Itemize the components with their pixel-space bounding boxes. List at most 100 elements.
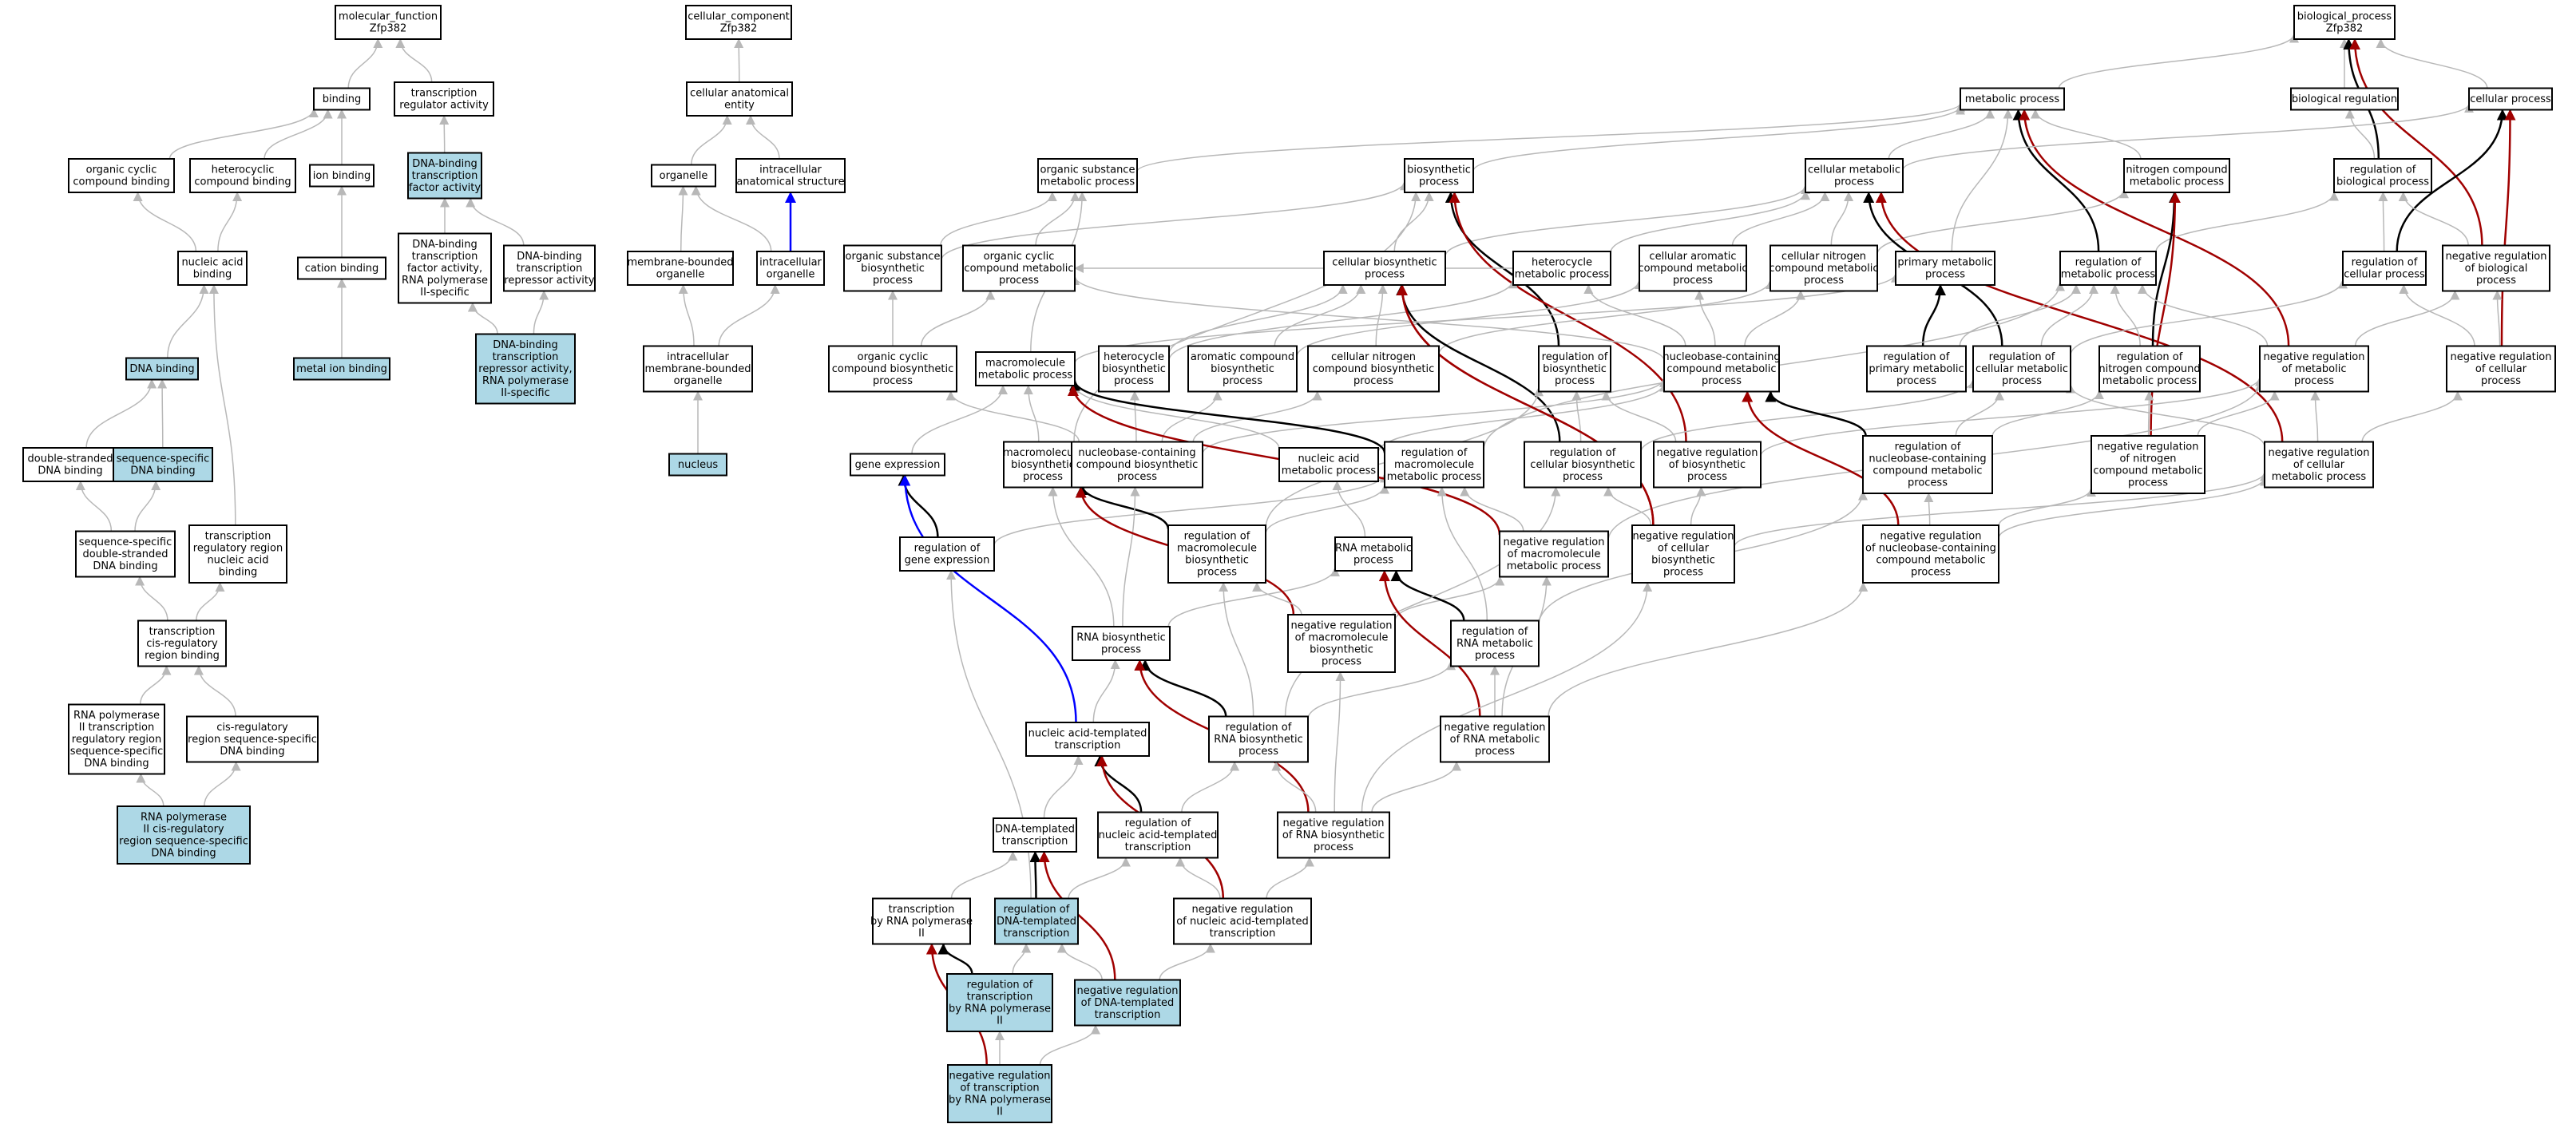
go-term-gene-expression[interactable]: gene expression — [850, 453, 945, 477]
edge-is-a — [945, 390, 1080, 442]
go-term-nucleus[interactable]: nucleus — [668, 453, 727, 477]
go-term-organelle[interactable]: organelle — [651, 164, 716, 188]
go-term-label-line: of nitrogen — [2119, 453, 2176, 465]
go-term-label-line: process — [1925, 269, 1965, 281]
go-term-box — [1278, 447, 1379, 482]
go-term-cation-binding[interactable]: cation binding — [297, 256, 386, 280]
go-term-dna-binding[interactable]: DNA binding — [125, 357, 199, 381]
go-term-label-line: intracellular — [759, 164, 822, 176]
go-term-biological-regulation[interactable]: biological regulation — [2290, 87, 2399, 111]
go-term-label-line: biological_process — [2297, 11, 2392, 23]
go-term-ion-binding[interactable]: ion binding — [309, 164, 375, 188]
go-term-metabolic-process[interactable]: metabolic process — [1960, 87, 2065, 111]
go-term-cellular-process[interactable]: cellular process — [2468, 87, 2553, 111]
go-term-binding[interactable]: binding — [313, 87, 371, 111]
go-term-metal-ion-binding[interactable]: metal ion binding — [293, 357, 390, 381]
go-term-label-line: RNA metabolic — [1335, 543, 1412, 555]
